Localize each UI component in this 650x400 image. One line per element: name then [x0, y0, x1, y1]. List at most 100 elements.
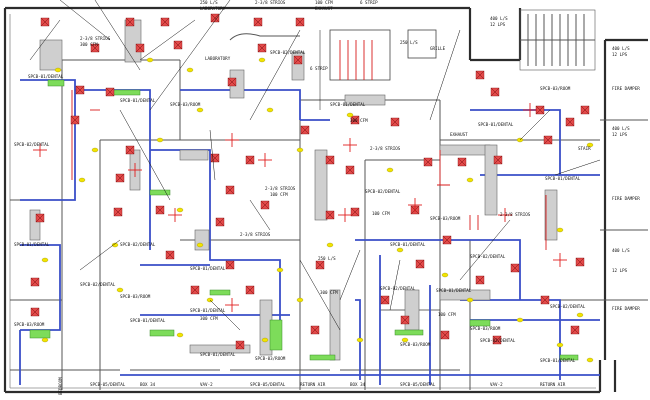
terminal-unit-icon	[91, 147, 99, 153]
terminal-unit-icon	[41, 337, 49, 343]
tag-text: SPCB-03/ROOM	[120, 294, 151, 299]
side-note: FIRE DAMPER	[612, 306, 640, 311]
supply-arrow-icon	[553, 253, 567, 267]
diffuser-icon	[235, 340, 245, 350]
note-text: 2-3/8 STRIOS	[255, 0, 286, 5]
terminal-unit-icon	[346, 112, 354, 118]
diffuser-icon	[225, 185, 235, 195]
side-note: STAIR	[578, 146, 591, 151]
diffuser-icon	[105, 87, 115, 97]
diffuser-icon	[400, 315, 410, 325]
diffuser-icon	[245, 285, 255, 295]
diffuser-icon	[75, 85, 85, 95]
diffuser-icon	[135, 43, 145, 53]
supply-arrow-icon	[128, 163, 142, 177]
diffuser-icon	[35, 213, 45, 223]
diffuser-icon	[125, 17, 135, 27]
tag-text: SPCB-02/DENTAL	[14, 142, 50, 147]
diffuser-group	[30, 13, 590, 350]
terminal-unit-icon	[466, 177, 474, 183]
tag-text: SPCB-02/DENTAL	[270, 50, 306, 55]
diffuser-icon	[345, 165, 355, 175]
terminal-unit-icon	[356, 337, 364, 343]
tag-text: SPCB-01/DENTAL	[130, 318, 166, 323]
note-text: 300 CFM	[350, 118, 368, 123]
side-note: 12 LPS	[612, 132, 628, 137]
note-text: LABORATORY	[200, 6, 226, 11]
supply-arrow-icon	[408, 198, 422, 212]
note-text: 250 L/S	[400, 40, 418, 45]
tag-text: SPCB-01/DENTAL	[330, 102, 366, 107]
diffuser-icon	[442, 235, 452, 245]
note-text: EXHAUST	[450, 132, 468, 137]
terminal-unit-icon	[258, 57, 266, 63]
diffuser-icon	[350, 115, 360, 125]
terminal-unit-icon	[261, 337, 269, 343]
tag-text: SPCB-03/ROOM	[14, 322, 45, 327]
tag-text: SPCB-02/DENTAL	[365, 189, 401, 194]
tag-text: SPCB-02/DENTAL	[480, 338, 516, 343]
diffuser-icon	[113, 207, 123, 217]
diffuser-icon	[580, 105, 590, 115]
diffuser-icon	[173, 40, 183, 50]
pipes	[71, 40, 547, 250]
diffuser-icon	[350, 207, 360, 217]
arrow-group	[33, 103, 567, 312]
diffuser-icon	[540, 295, 550, 305]
supply-arrow-icon	[498, 208, 512, 222]
bottom-note: SPCB-05/DENTAL	[400, 382, 436, 387]
diffuser-icon	[155, 205, 165, 215]
diffuser-icon	[543, 135, 553, 145]
diffuser-icon	[115, 173, 125, 183]
diffuser-icon	[325, 210, 335, 220]
tag-text: SPCB-01/DENTAL	[390, 242, 426, 247]
terminal-unit-icon	[326, 242, 334, 248]
diffuser-icon	[570, 325, 580, 335]
diffuser-icon	[510, 263, 520, 273]
note-text: 2-3/8 STRIOS	[370, 146, 401, 151]
side-note: 400 L/S	[612, 248, 630, 253]
terminal-unit-icon	[146, 57, 154, 63]
tag-text: SPCB-01/DENTAL	[540, 358, 576, 363]
side-note: 400 L/S	[612, 126, 630, 131]
note-text: 250 L/S	[318, 256, 336, 261]
note-text: 300 CFM	[320, 290, 338, 295]
diffuser-icon	[565, 117, 575, 127]
note-text: 300 CFM	[200, 316, 218, 321]
tag-text: SPCB-03/ROOM	[255, 356, 286, 361]
note-text: 100 CFM	[438, 312, 456, 317]
side-note: 400 L/S	[490, 16, 508, 21]
supply-arrow-icon	[33, 143, 47, 157]
tag-text: SPCB-03/ROOM	[430, 216, 461, 221]
diffuser-icon	[492, 335, 502, 345]
diffuser-icon	[315, 260, 325, 270]
terminal-unit-icon	[276, 267, 284, 273]
bottom-note: VAV-2	[490, 382, 503, 387]
tag-text: SPCB-01/DENTAL	[190, 266, 226, 271]
supply-arrow-icon	[258, 153, 272, 167]
diffuser-icon	[415, 259, 425, 269]
terminal-unit-icon	[441, 272, 449, 278]
diffuser-icon	[310, 325, 320, 335]
terminal-unit-icon	[54, 67, 62, 73]
diffuser-icon	[30, 307, 40, 317]
bottom-note: SPCB-05/DENTAL	[250, 382, 286, 387]
diffuser-icon	[295, 17, 305, 27]
tag-text: SPCB-02/DENTAL	[550, 304, 586, 309]
note-text: 2-3/8 STRIOS	[240, 232, 271, 237]
tag-text: SPCB-01/DENTAL	[28, 74, 64, 79]
flex-ducts	[29, 79, 579, 361]
terminal-unit-icon	[176, 332, 184, 338]
diffuser-icon	[325, 155, 335, 165]
riser-shaft	[407, 29, 437, 59]
diffuser-icon	[30, 277, 40, 287]
tag-text: SPCB-01/DENTAL	[120, 98, 156, 103]
terminal-unit-icon	[116, 287, 124, 293]
tag-text: SPCB-03/ROOM	[170, 102, 201, 107]
terminal-unit-icon	[296, 147, 304, 153]
diffuser-icon	[227, 77, 237, 87]
terminal-unit-icon	[556, 227, 564, 233]
terminal-group	[41, 57, 594, 363]
terminal-unit-icon	[41, 257, 49, 263]
diffuser-icon	[260, 200, 270, 210]
